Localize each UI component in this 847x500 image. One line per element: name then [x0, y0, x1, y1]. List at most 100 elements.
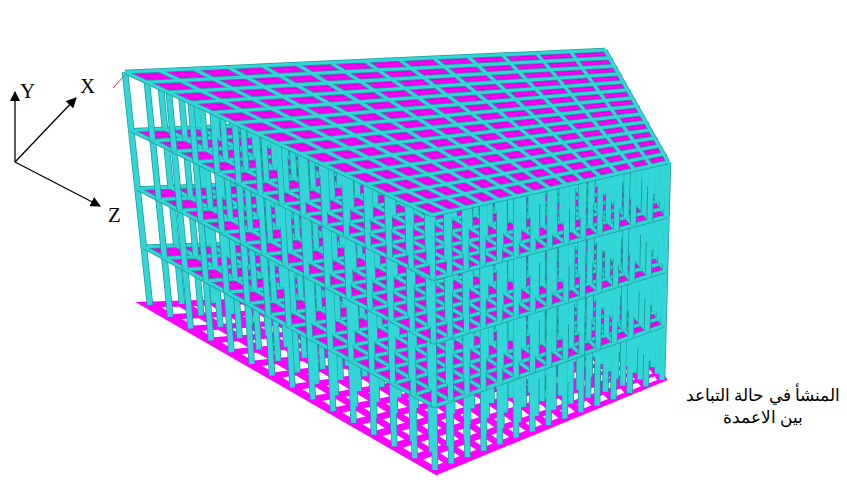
column [196, 162, 201, 221]
column [159, 200, 165, 259]
column [349, 299, 351, 361]
column-edge [497, 383, 504, 444]
column-edge [372, 372, 374, 435]
column-edge [125, 72, 131, 130]
column-edge [546, 248, 553, 307]
column-edge [138, 189, 144, 247]
column [144, 247, 150, 305]
column [464, 332, 469, 394]
column-edge [368, 247, 370, 310]
column [282, 205, 286, 266]
column [648, 221, 649, 276]
column [264, 255, 268, 316]
footing-opening [202, 330, 229, 338]
column [370, 310, 372, 373]
column-edge [185, 270, 190, 329]
column [481, 327, 486, 389]
column-edge [390, 258, 392, 321]
column [431, 343, 437, 407]
column [368, 247, 370, 310]
storey-columns [125, 50, 668, 279]
column-edge [174, 151, 179, 210]
column-edge [131, 130, 137, 188]
column [217, 173, 222, 233]
column-edge [289, 327, 293, 388]
column-edge [144, 247, 150, 305]
column-edge [513, 377, 520, 437]
column [579, 297, 585, 355]
column [286, 266, 290, 327]
column-edge [664, 271, 666, 326]
column-edge [347, 236, 349, 298]
column-edge [595, 291, 602, 348]
column [174, 151, 179, 210]
column [464, 270, 469, 332]
column-edge [412, 332, 413, 395]
column [514, 257, 519, 317]
column [596, 291, 602, 348]
column-edge [513, 317, 520, 377]
column [497, 383, 502, 444]
column-edge [545, 366, 552, 425]
column-edge [206, 281, 211, 340]
column [131, 130, 137, 188]
column [432, 406, 438, 470]
column-edge [546, 307, 553, 366]
column [347, 236, 349, 298]
column [546, 366, 551, 425]
column-edge [310, 338, 313, 399]
column [481, 389, 486, 451]
column-edge [594, 349, 601, 406]
column [227, 292, 232, 352]
column [595, 349, 601, 406]
column [390, 258, 392, 321]
column [447, 274, 453, 337]
column [631, 281, 632, 337]
column-edge [180, 211, 185, 270]
column [243, 244, 247, 304]
footing-opening [231, 328, 258, 335]
column-edge [665, 217, 667, 272]
column-edge [268, 315, 272, 376]
column [310, 338, 313, 399]
column-edge [370, 310, 372, 373]
column [165, 258, 171, 317]
column [563, 243, 569, 301]
column [206, 281, 211, 340]
column [613, 343, 614, 399]
column-edge [615, 230, 616, 286]
column-edge [331, 349, 334, 411]
column [153, 141, 159, 200]
column-edge [496, 261, 503, 322]
column-edge [632, 225, 633, 281]
column-edge [480, 327, 487, 389]
column-edge [165, 258, 171, 317]
column [414, 395, 415, 458]
column [448, 337, 454, 400]
column-edge [646, 331, 647, 386]
column-edge [529, 312, 536, 372]
column [304, 215, 307, 276]
column-edge [391, 321, 393, 384]
column-edge [304, 215, 307, 276]
column-edge [630, 337, 631, 393]
column [530, 372, 535, 432]
column [393, 383, 395, 446]
column [260, 194, 264, 255]
column [411, 268, 412, 331]
column [563, 302, 569, 360]
column-edge [662, 326, 664, 381]
column [665, 217, 667, 272]
column [547, 248, 552, 307]
column [331, 349, 334, 411]
column-edge [260, 194, 264, 255]
column [391, 321, 393, 384]
column [562, 360, 568, 418]
column [412, 332, 413, 395]
column [248, 304, 252, 364]
column [239, 183, 243, 243]
column [646, 331, 647, 386]
column [580, 239, 586, 297]
column [289, 327, 293, 388]
